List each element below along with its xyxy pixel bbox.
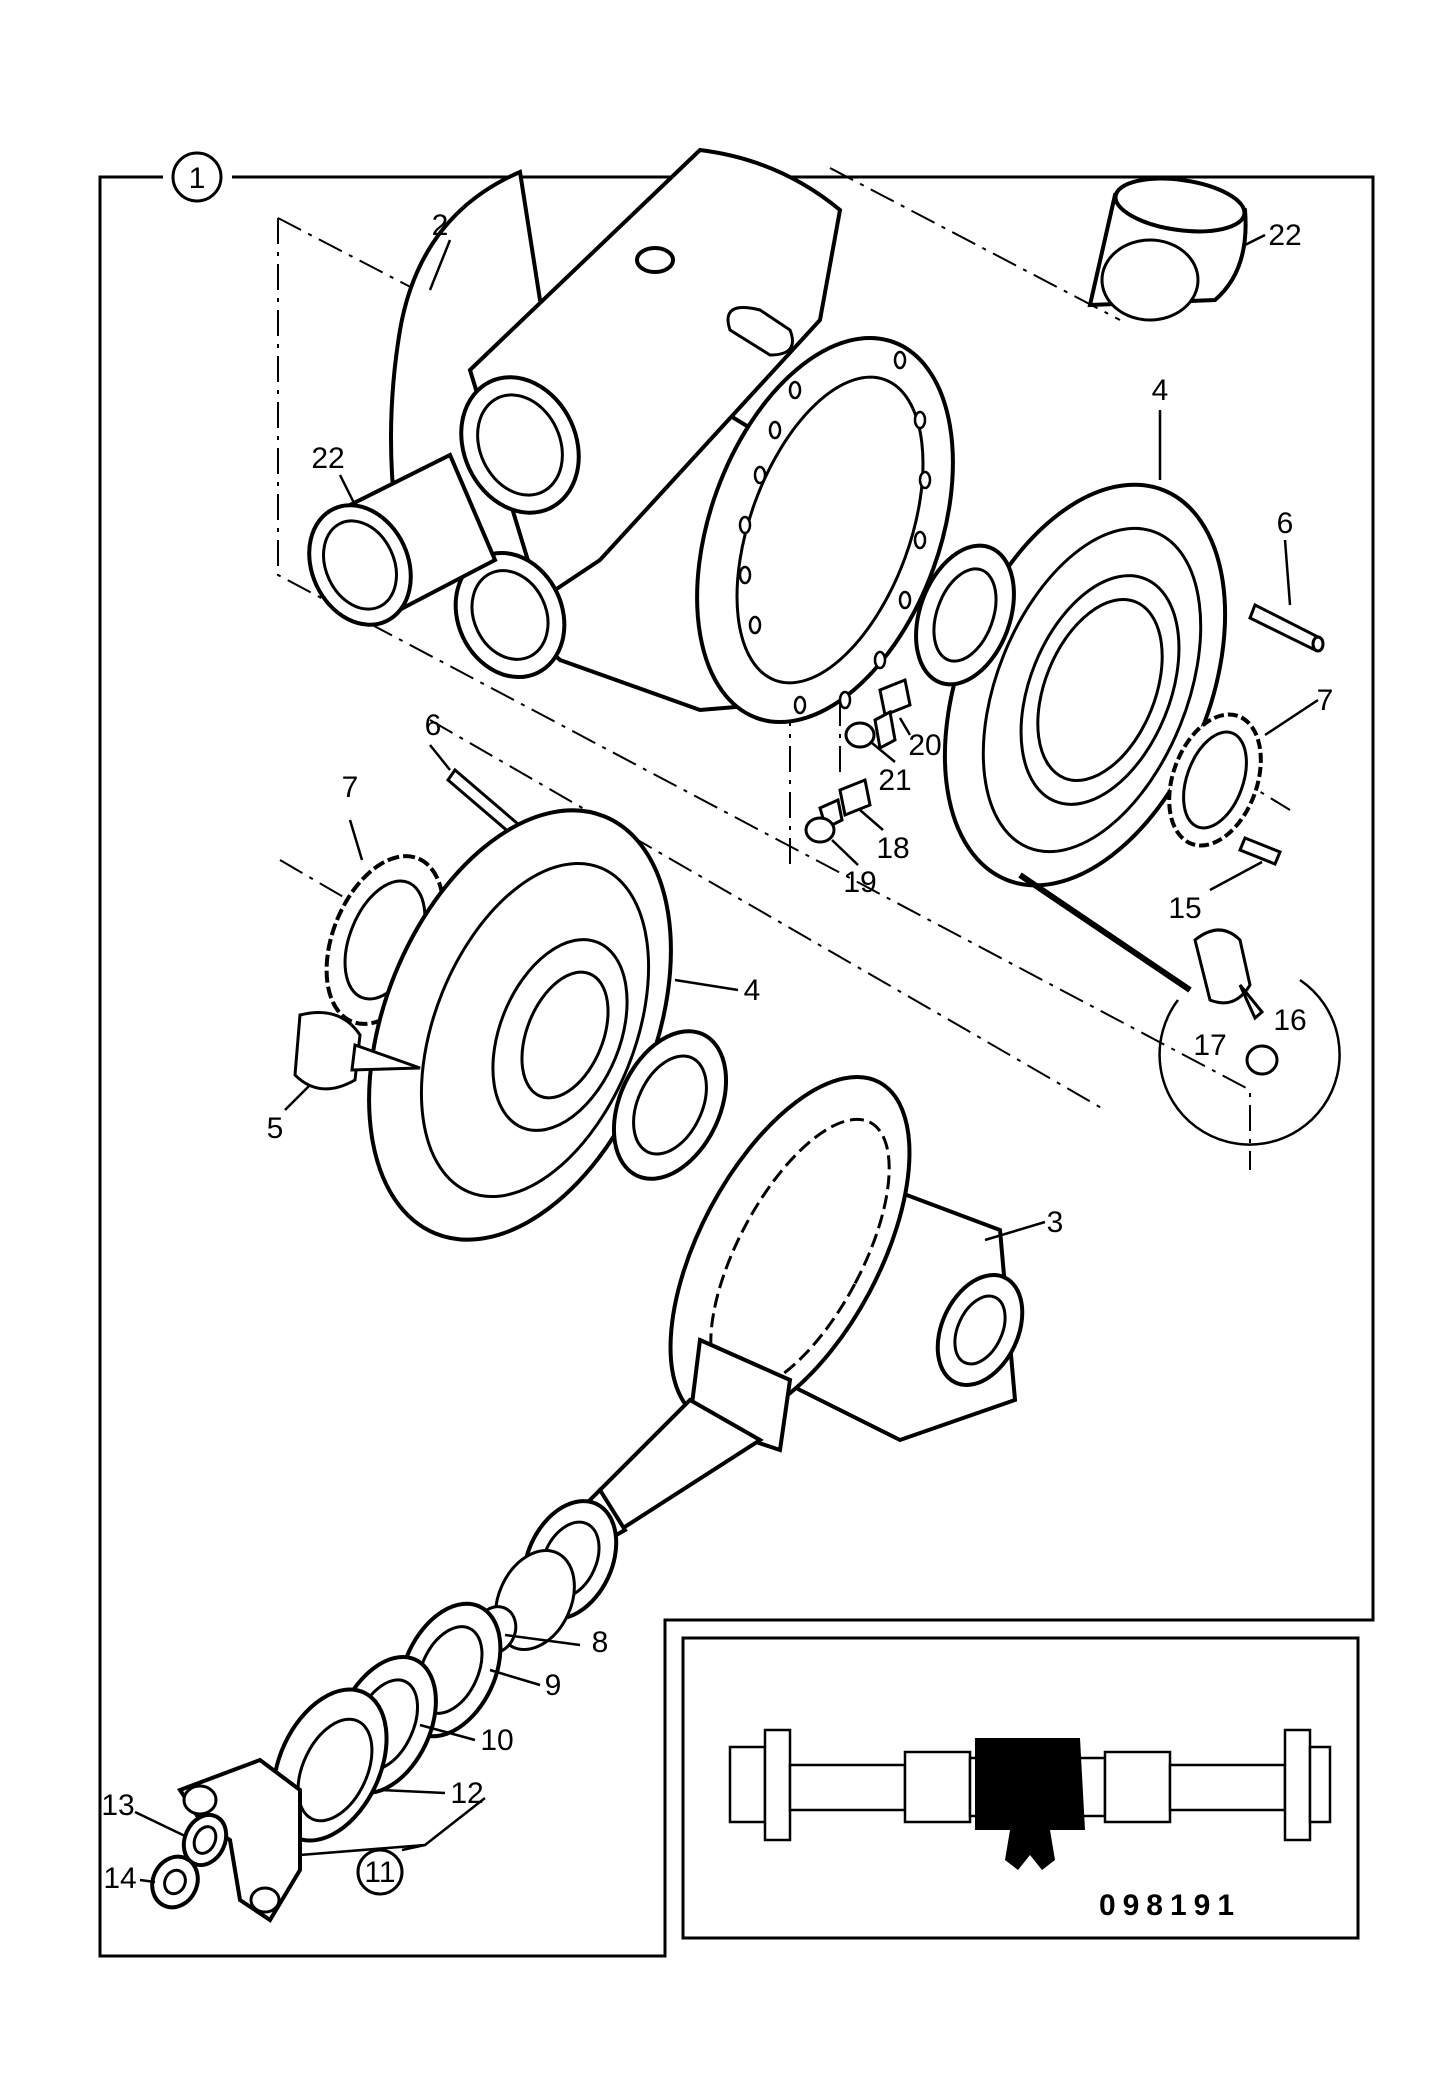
label-carrier-right: 4 bbox=[1152, 374, 1169, 407]
label-bush-left: 22 bbox=[311, 442, 344, 475]
bearing-cup-left bbox=[611, 1029, 729, 1181]
washer-13 bbox=[181, 1812, 229, 1868]
label-bolt-18: 18 bbox=[876, 832, 909, 865]
assembly-number: 1 bbox=[189, 162, 206, 195]
label-nut-left: 7 bbox=[342, 771, 359, 804]
label-washer-21: 21 bbox=[878, 764, 911, 797]
bush-left bbox=[307, 452, 498, 627]
pin-15 bbox=[1238, 836, 1282, 866]
pinion-bearing-8 bbox=[472, 1499, 619, 1655]
label-crown-wheel: 3 bbox=[1047, 1206, 1064, 1239]
bearing-carrier-left bbox=[367, 808, 673, 1242]
sealant-tube-5 bbox=[293, 1011, 421, 1091]
label-plug-16: 16 bbox=[1273, 1004, 1306, 1037]
assembly-callout: 1 bbox=[171, 151, 223, 203]
axle-location-inset: 098191 bbox=[681, 1636, 1360, 1940]
part-labels: 2 22 22 4 6 7 20 21 18 19 15 17 16 6 7 4… bbox=[101, 209, 1333, 1895]
label-bearing-8: 8 bbox=[592, 1626, 609, 1659]
label-bolt-20: 20 bbox=[908, 729, 941, 762]
label-housing: 2 bbox=[432, 209, 449, 242]
label-carrier-left: 4 bbox=[744, 974, 761, 1007]
dowel-pin-right bbox=[1248, 602, 1325, 653]
yoke-assembly-number: 11 bbox=[364, 1856, 395, 1889]
label-shield-12: 12 bbox=[450, 1777, 483, 1810]
label-washer-13: 13 bbox=[101, 1789, 134, 1822]
washer-19 bbox=[804, 816, 836, 844]
differential-housing bbox=[389, 147, 955, 725]
washer-21 bbox=[844, 721, 876, 749]
yoke-assembly-callout: 11 bbox=[356, 1848, 404, 1896]
adjusting-nut-right bbox=[1167, 712, 1263, 848]
flange-nut-14 bbox=[150, 1854, 200, 1910]
label-bush-right: 22 bbox=[1268, 219, 1301, 252]
bolt-20 bbox=[873, 677, 912, 751]
label-pin-right: 6 bbox=[1277, 507, 1294, 540]
label-washer-19: 19 bbox=[843, 866, 876, 899]
label-pin-left: 6 bbox=[425, 709, 442, 742]
drawing-code: 098191 bbox=[1099, 1889, 1241, 1922]
label-seal-10: 10 bbox=[480, 1724, 513, 1757]
crown-wheel-and-pinion bbox=[572, 1075, 1025, 1553]
label-tube-5: 5 bbox=[267, 1112, 284, 1145]
label-bottle-17: 17 bbox=[1193, 1029, 1226, 1062]
label-bearing-9: 9 bbox=[545, 1669, 562, 1702]
assembly-frame bbox=[98, 175, 1375, 1958]
bearing-cup-right bbox=[914, 543, 1016, 687]
label-nut-right: 7 bbox=[1317, 684, 1334, 717]
sealant-detail bbox=[1018, 872, 1341, 1146]
label-nut-14: 14 bbox=[103, 1862, 136, 1895]
label-pin-15: 15 bbox=[1168, 892, 1201, 925]
leader-lines bbox=[134, 233, 1319, 1884]
bush-right bbox=[1087, 176, 1248, 322]
